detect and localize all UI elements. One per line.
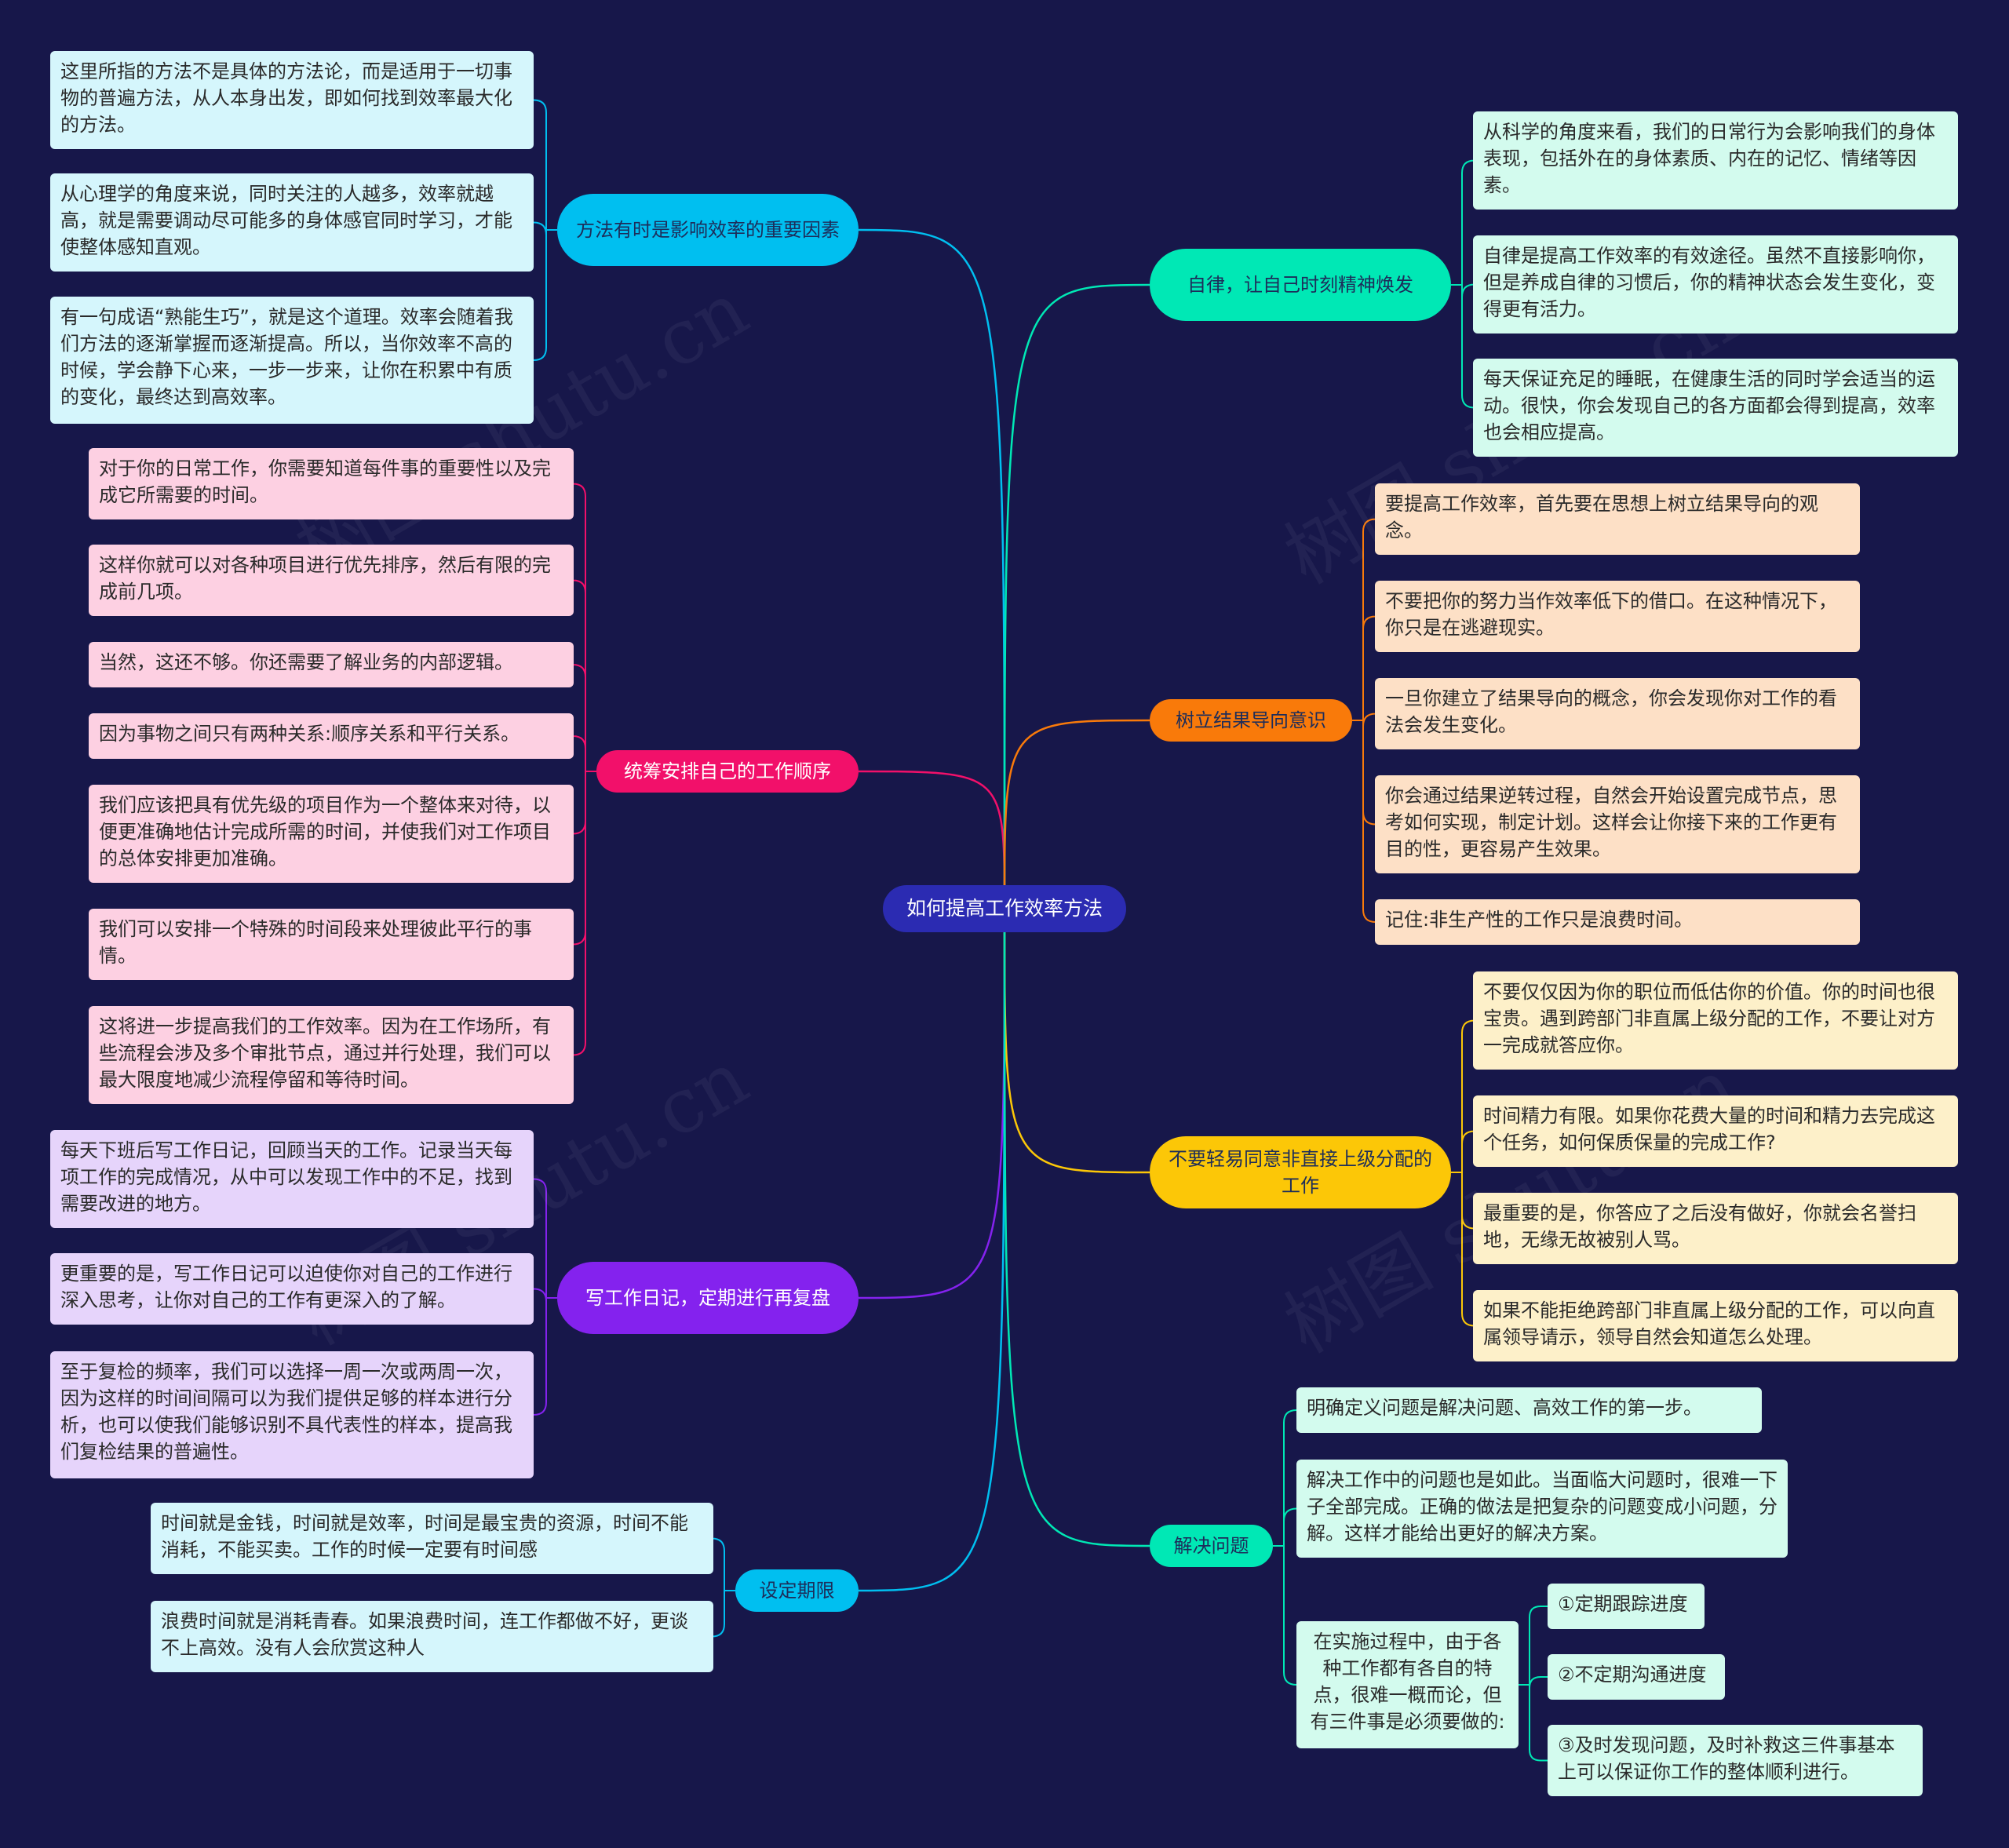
- leaf-deadline-2: 浪费时间就是消耗青春。如果浪费时间，连工作都做不好，更谈不上高效。没有人会欣赏这…: [151, 1601, 713, 1672]
- branch-solve-problems[interactable]: 解决问题: [1150, 1525, 1273, 1567]
- leaf-discipline-2: 自律是提高工作效率的有效途径。虽然不直接影响你，但是养成自律的习惯后，你的精神状…: [1473, 235, 1958, 334]
- leaf-diary-3: 至于复检的频率，我们可以选择一周一次或两周一次，因为这样的时间间隔可以为我们提供…: [50, 1351, 534, 1478]
- connector-center-diary: [858, 908, 1006, 1299]
- leaf-method-1: 这里所指的方法不是具体的方法论，而是适用于一切事物的普遍方法，从人本身出发，即如…: [50, 51, 534, 149]
- leaf-discipline-3: 每天保证充足的睡眠，在健康生活的同时学会适当的运动。很快，你会发现自己的各方面都…: [1473, 359, 1958, 457]
- leaf-diary-1: 每天下班后写工作日记，回顾当天的工作。记录当天每项工作的完成情况，从中可以发现工…: [50, 1130, 534, 1228]
- connector-solve-leaf-1: [1273, 1409, 1297, 1547]
- leaf-result-2: 不要把你的努力当作效率低下的借口。在这种情况下，你只是在逃避现实。: [1375, 581, 1860, 652]
- leaf-agree-2: 时间精力有限。如果你花费大量的时间和精力去完成这个任务，如何保质保量的完成工作?: [1473, 1095, 1958, 1167]
- connector-center-agree: [1003, 908, 1150, 1174]
- leaf-agree-3: 最重要的是，你答应了之后没有做好，你就会名誉扫地，无缘无故被别人骂。: [1473, 1193, 1958, 1264]
- connector-center-result: [1003, 719, 1150, 909]
- connector-solve-subleaf-3: [1519, 1684, 1548, 1762]
- leaf-order-7: 这将进一步提高我们的工作效率。因为在工作场所，有些流程会涉及多个审批节点，通过并…: [89, 1006, 574, 1104]
- connector-solve-subleaf-1: [1519, 1606, 1548, 1686]
- leaf-method-2: 从心理学的角度来说，同时关注的人越多，效率就越高，就是需要调动尽可能多的身体感官…: [50, 173, 534, 272]
- connector-center-deadline: [858, 908, 1006, 1592]
- subleaf-solve-1: ①定期跟踪进度: [1548, 1584, 1705, 1629]
- leaf-result-3: 一旦你建立了结果导向的概念，你会发现你对工作的看法会发生变化。: [1375, 678, 1860, 749]
- leaf-order-1: 对于你的日常工作，你需要知道每件事的重要性以及完成它所需要的时间。: [89, 448, 574, 519]
- connector-center-solve: [1003, 908, 1150, 1547]
- leaf-order-5: 我们应该把具有优先级的项目作为一个整体来对待，以便更准确地估计完成所需的时间，并…: [89, 785, 574, 883]
- leaf-order-6: 我们可以安排一个特殊的时间段来处理彼此平行的事情。: [89, 909, 574, 980]
- leaf-result-1: 要提高工作效率，首先要在思想上树立结果导向的观念。: [1375, 483, 1860, 555]
- connector-order-leaf-7: [572, 771, 596, 1056]
- branch-method[interactable]: 方法有时是影响效率的重要因素: [557, 194, 859, 266]
- connector-solve-leaf-3: [1273, 1545, 1297, 1686]
- leaf-deadline-1: 时间就是金钱，时间就是效率，时间是最宝贵的资源，时间不能消耗，不能买卖。工作的时…: [151, 1503, 713, 1574]
- connector-center-method: [858, 228, 1006, 909]
- leaf-solve-2: 解决工作中的问题也是如此。当面临大问题时，很难一下子全部完成。正确的做法是把复杂…: [1296, 1460, 1788, 1558]
- branch-work-order[interactable]: 统筹安排自己的工作顺序: [596, 750, 859, 793]
- branch-dont-agree-easily[interactable]: 不要轻易同意非直接上级分配的工作: [1150, 1136, 1451, 1208]
- connector-center-discipline: [1003, 283, 1150, 909]
- connector-diary-leaf-1: [533, 1178, 557, 1299]
- connector-agree-leaf-4: [1451, 1172, 1475, 1327]
- leaf-diary-2: 更重要的是，写工作日记可以迫使你对自己的工作进行深入思考，让你对自己的工作有更深…: [50, 1253, 534, 1325]
- connector-deadline-leaf-1: [711, 1537, 735, 1591]
- leaf-agree-1: 不要仅仅因为你的职位而低估你的价值。你的时间也很宝贵。遇到跨部门非直属上级分配的…: [1473, 971, 1958, 1070]
- subleaf-solve-3: ③及时发现问题，及时补救这三件事基本上可以保证你工作的整体顺利进行。: [1548, 1725, 1923, 1796]
- subleaf-solve-2: ②不定期沟通进度: [1548, 1654, 1725, 1700]
- connector-method-leaf-3: [533, 229, 557, 361]
- leaf-solve-3: 在实施过程中，由于各种工作都有各自的特点，很难一概而论，但有三件事是必须要做的:: [1296, 1621, 1519, 1748]
- connector-result-leaf-2: [1352, 615, 1376, 721]
- leaf-order-2: 这样你就可以对各种项目进行优先排序，然后有限的完成前几项。: [89, 545, 574, 616]
- connector-discipline-leaf-1: [1451, 159, 1475, 286]
- connector-result-leaf-5: [1352, 720, 1376, 923]
- connector-method-leaf-1: [533, 99, 557, 231]
- leaf-result-4: 你会通过结果逆转过程，自然会开始设置完成节点，思考如何实现，制定计划。这样会让你…: [1375, 775, 1860, 873]
- leaf-order-3: 当然，这还不够。你还需要了解业务的内部逻辑。: [89, 642, 574, 687]
- leaf-order-4: 因为事物之间只有两种关系:顺序关系和平行关系。: [89, 713, 574, 759]
- connector-diary-leaf-3: [533, 1297, 557, 1416]
- branch-work-diary[interactable]: 写工作日记，定期进行再复盘: [557, 1262, 859, 1334]
- leaf-result-5: 记住:非生产性的工作只是浪费时间。: [1375, 899, 1860, 945]
- branch-self-discipline[interactable]: 自律，让自己时刻精神焕发: [1150, 249, 1451, 321]
- branch-deadline[interactable]: 设定期限: [735, 1569, 859, 1612]
- leaf-solve-1: 明确定义问题是解决问题、高效工作的第一步。: [1296, 1387, 1762, 1433]
- connector-agree-leaf-2: [1451, 1130, 1475, 1173]
- leaf-method-3: 有一句成语“熟能生巧”，就是这个道理。效率会随着我们方法的逐渐掌握而逐渐提高。所…: [50, 297, 534, 424]
- leaf-discipline-1: 从科学的角度来看，我们的日常行为会影响我们的身体表现，包括外在的身体素质、内在的…: [1473, 111, 1958, 210]
- connector-order-leaf-4: [572, 735, 596, 772]
- branch-result-oriented[interactable]: 树立结果导向意识: [1150, 699, 1352, 742]
- connector-deadline-leaf-2: [711, 1590, 735, 1638]
- connector-discipline-leaf-3: [1451, 284, 1475, 409]
- connector-solve-leaf-2: [1273, 1507, 1297, 1547]
- connector-solve-subleaf-2: [1519, 1676, 1548, 1689]
- central-topic[interactable]: 如何提高工作效率方法: [883, 885, 1126, 932]
- leaf-agree-4: 如果不能拒绝跨部门非直属上级分配的工作，可以向直属领导请示，领导自然会知道怎么处…: [1473, 1290, 1958, 1361]
